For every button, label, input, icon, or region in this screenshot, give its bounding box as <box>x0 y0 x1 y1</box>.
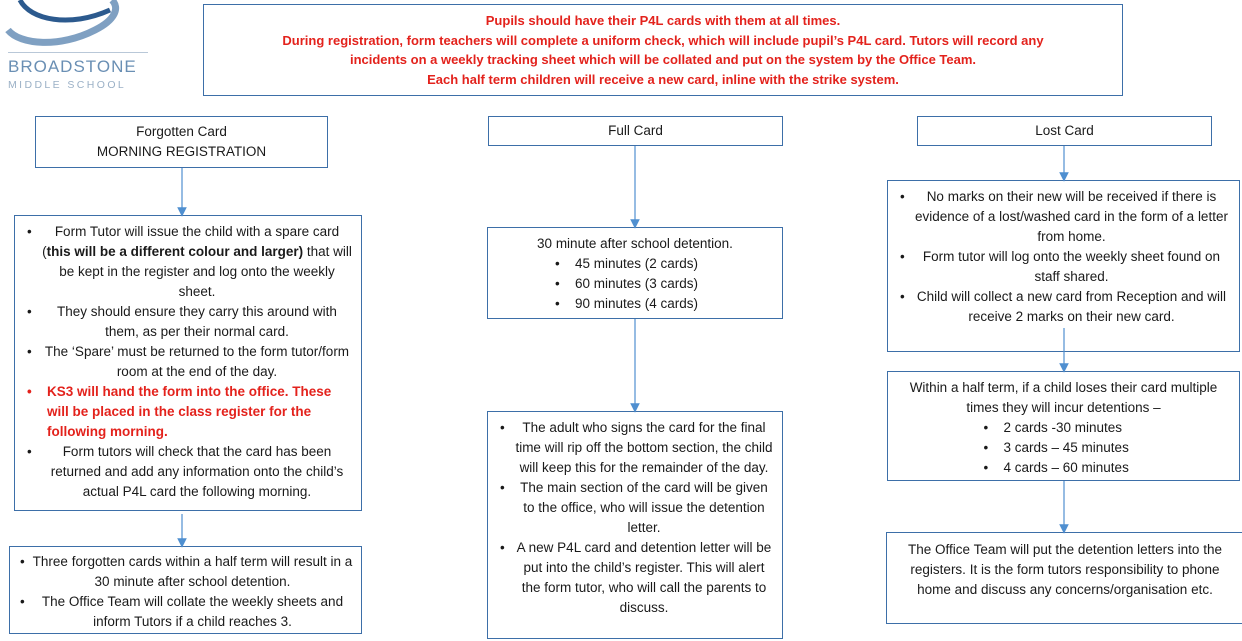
lost-card-details-box: No marks on their new will be received i… <box>887 180 1240 352</box>
logo-wordmark: BROADSTONE MIDDLE SCHOOL <box>8 58 137 94</box>
forgotten-card-details-box: Form Tutor will issue the child with a s… <box>14 215 362 511</box>
list-item: Child will collect a new card from Recep… <box>900 287 1229 327</box>
list-item: 4 cards – 60 minutes <box>984 458 1144 478</box>
full-card-title: Full Card <box>608 123 663 138</box>
logo-name: BROADSTONE <box>8 57 137 76</box>
forgotten-card-title: Forgotten Card <box>136 124 227 139</box>
school-logo: BROADSTONE MIDDLE SCHOOL <box>0 0 160 95</box>
lost-card-office-box: The Office Team will put the detention l… <box>886 532 1242 624</box>
header-line-1: Pupils should have their P4L cards with … <box>485 13 841 28</box>
list-item: The adult who signs the card for the fin… <box>500 418 774 478</box>
list-item: 2 cards -30 minutes <box>984 418 1144 438</box>
logo-subtitle: MIDDLE SCHOOL <box>8 79 127 91</box>
list-item: 45 minutes (2 cards) <box>555 254 715 274</box>
full-card-detention-list: 45 minutes (2 cards) 60 minutes (3 cards… <box>555 254 715 314</box>
full-card-process-list: The adult who signs the card for the fin… <box>500 418 774 618</box>
list-item: A new P4L card and detention letter will… <box>500 538 774 618</box>
lost-card-title: Lost Card <box>1035 123 1094 138</box>
list-item: The main section of the card will be giv… <box>500 478 774 538</box>
lost-card-office-text: The Office Team will put the detention l… <box>908 542 1222 597</box>
forgotten-card-outcome-list: Three forgotten cards within a half term… <box>20 552 353 632</box>
list-item: KS3 will hand the form into the office. … <box>27 382 353 442</box>
lost-card-multiple-box: Within a half term, if a child loses the… <box>887 371 1240 481</box>
full-card-process-box: The adult who signs the card for the fin… <box>487 411 783 639</box>
header-box: Pupils should have their P4L cards with … <box>203 4 1123 96</box>
forgotten-card-details-list: Form Tutor will issue the child with a s… <box>27 222 353 502</box>
logo-swirl-icon <box>5 0 120 46</box>
list-item: The ‘Spare’ must be returned to the form… <box>27 342 353 382</box>
logo-divider <box>8 52 148 53</box>
full-card-detention-intro: 30 minute after school detention. <box>537 236 733 251</box>
full-card-detention-box: 30 minute after school detention. 45 min… <box>487 227 783 319</box>
list-item: They should ensure they carry this aroun… <box>27 302 353 342</box>
list-item: The Office Team will collate the weekly … <box>20 592 353 632</box>
forgotten-card-title-box: Forgotten Card MORNING REGISTRATION <box>35 116 328 168</box>
full-card-title-box: Full Card <box>488 116 783 146</box>
lost-card-multiple-list: 2 cards -30 minutes 3 cards – 45 minutes… <box>984 418 1144 478</box>
list-item: Form tutor will log onto the weekly shee… <box>900 247 1229 287</box>
list-item: Form Tutor will issue the child with a s… <box>27 222 353 302</box>
list-item: 60 minutes (3 cards) <box>555 274 715 294</box>
list-item: 90 minutes (4 cards) <box>555 294 715 314</box>
lost-card-details-list: No marks on their new will be received i… <box>900 187 1229 327</box>
header-line-4: Each half term children will receive a n… <box>427 71 899 87</box>
lost-card-title-box: Lost Card <box>917 116 1212 146</box>
list-item: No marks on their new will be received i… <box>900 187 1229 247</box>
header-line-2: During registration, form teachers will … <box>282 32 1044 48</box>
list-item: Form tutors will check that the card has… <box>27 442 353 502</box>
list-item: Three forgotten cards within a half term… <box>20 552 353 592</box>
forgotten-card-outcome-box: Three forgotten cards within a half term… <box>9 546 362 634</box>
list-item: 3 cards – 45 minutes <box>984 438 1144 458</box>
lost-card-multiple-intro: Within a half term, if a child loses the… <box>909 380 1218 415</box>
forgotten-card-subtitle: MORNING REGISTRATION <box>96 144 267 159</box>
header-line-3: incidents on a weekly tracking sheet whi… <box>349 52 977 67</box>
